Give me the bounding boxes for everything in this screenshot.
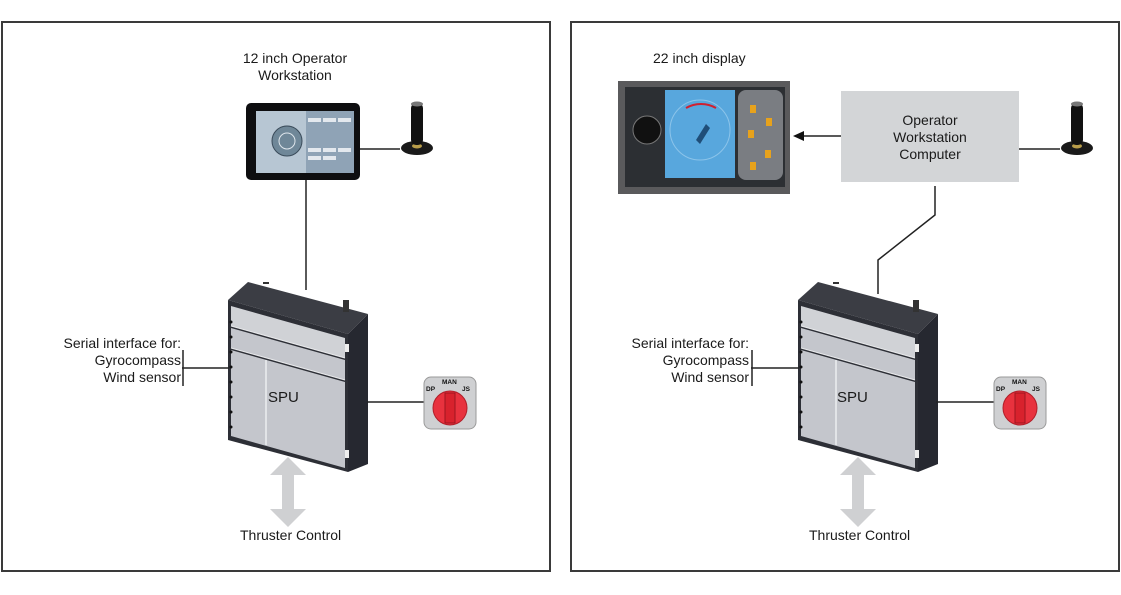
switch-label-man: MAN <box>442 379 457 386</box>
spu-label: SPU <box>268 389 299 406</box>
switch-label-dp-2: DP <box>996 386 1006 393</box>
thruster-bidirectional-arrow-icon-2 <box>840 457 876 527</box>
computer-label-line-2: Workstation <box>893 129 967 145</box>
operator-workstation-computer-box <box>841 91 1019 182</box>
workstation-label-line-1: 12 inch Operator <box>242 50 348 66</box>
serial-label-gyrocompass: Gyrocompass <box>94 352 181 368</box>
serial-interface-label: Serial interface for: Gyrocompass Wind s… <box>64 335 182 386</box>
thruster-bidirectional-arrow-icon <box>270 457 306 527</box>
switch-label-js: JS <box>462 386 471 393</box>
tablet-workstation-12-inch <box>246 103 360 180</box>
workstation-label: 12 inch Operator Workstation <box>240 50 350 84</box>
serial-label-title-2: Serial interface for: <box>631 335 750 351</box>
display-22-inch <box>618 81 790 194</box>
spu-cabinet <box>228 282 368 472</box>
serial-label-wind-sensor-2: Wind sensor <box>671 369 749 385</box>
joystick-icon-2 <box>1061 101 1093 155</box>
computer-label: Operator Workstation Computer <box>841 112 1019 163</box>
spu-label-2: SPU <box>837 389 868 406</box>
serial-label-title: Serial interface for: <box>63 335 182 351</box>
thruster-control-label-2: Thruster Control <box>809 527 911 543</box>
computer-label-line-3: Computer <box>899 146 961 162</box>
display-label: 22 inch display <box>653 50 746 66</box>
switch-label-dp: DP <box>426 386 436 393</box>
joystick-icon <box>401 101 433 155</box>
arrow-left-icon <box>793 131 804 141</box>
computer-label-line-1: Operator <box>902 112 958 128</box>
thruster-control-label: Thruster Control <box>240 527 342 543</box>
switch-label-js-2: JS <box>1032 386 1041 393</box>
switch-label-man-2: MAN <box>1012 379 1027 386</box>
serial-label-gyrocompass-2: Gyrocompass <box>662 352 749 368</box>
workstation-label-line-2: Workstation <box>258 67 332 83</box>
spu-cabinet-2 <box>798 282 938 472</box>
computer-spu-line <box>877 186 936 294</box>
serial-label-wind-sensor: Wind sensor <box>103 369 181 385</box>
serial-interface-label-2: Serial interface for: Gyrocompass Wind s… <box>632 335 750 386</box>
